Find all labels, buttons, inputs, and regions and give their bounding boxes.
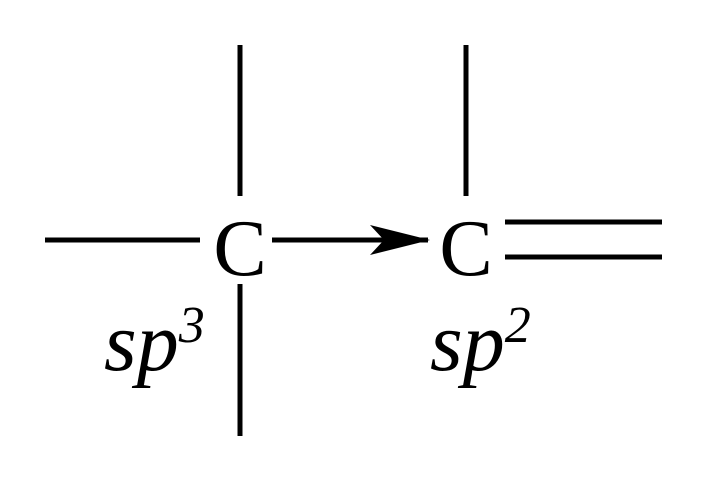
right-hybridization-label: sp2: [430, 296, 531, 389]
right-hybridization-superscript: 2: [505, 297, 531, 354]
left-hybridization-label: sp3: [104, 296, 205, 389]
right-carbon-symbol: C: [439, 205, 492, 293]
left-hybridization-base: sp: [104, 296, 179, 389]
right-hybridization-base: sp: [430, 296, 505, 389]
left-carbon-symbol: C: [213, 205, 266, 293]
left-hybridization-superscript: 3: [178, 297, 205, 354]
